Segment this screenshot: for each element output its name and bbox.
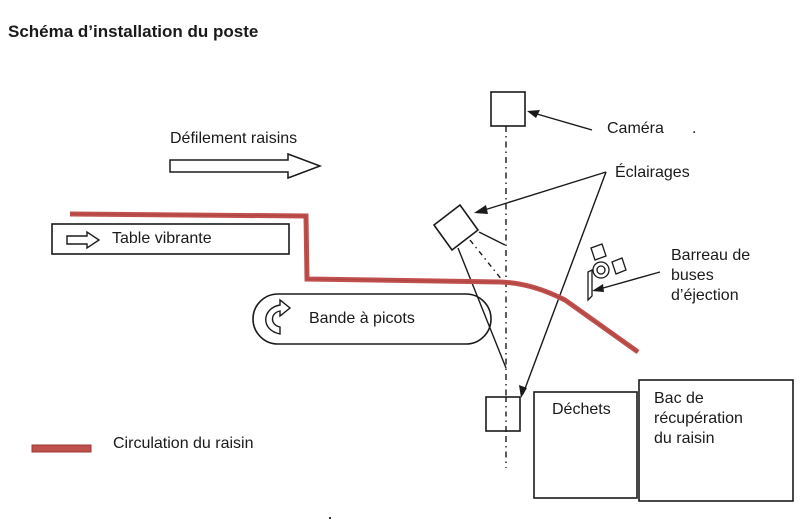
waste-bin xyxy=(533,391,638,499)
nozzle-arrowhead xyxy=(592,284,604,292)
lighting-label: Éclairages xyxy=(615,164,690,181)
camera-dot: . xyxy=(692,120,697,137)
camera xyxy=(490,91,526,127)
flow-direction-arrow xyxy=(169,152,323,180)
nozzle-bar-label-1: Barreau de xyxy=(671,247,751,264)
lower-light xyxy=(485,396,521,432)
camera-arrowhead xyxy=(527,110,540,118)
camera-label: Caméra xyxy=(607,120,664,137)
collection-bin xyxy=(638,379,794,502)
light-arrowhead-upper xyxy=(474,205,488,214)
upper-light xyxy=(432,203,507,369)
legend-swatch xyxy=(31,444,92,453)
collection-bin-label-2: récupération xyxy=(654,410,743,427)
vibrating-table-label: Table vibrante xyxy=(112,230,212,247)
light-arrowhead-lower xyxy=(519,385,527,398)
rotation-arrow-icon xyxy=(265,298,292,335)
legend-label: Circulation du raisin xyxy=(113,435,254,452)
collection-bin-label-1: Bac de xyxy=(654,390,704,407)
collection-bin-label-3: du raisin xyxy=(654,430,715,447)
nozzle-bar xyxy=(587,243,627,302)
vibrating-table xyxy=(51,223,290,255)
nozzle-bar-label-2: buses xyxy=(671,267,714,284)
flow-direction-label: Défilement raisins xyxy=(170,130,298,147)
page-title: Schéma d’installation du poste xyxy=(8,22,259,41)
nozzle-bar-label-3: d’éjection xyxy=(671,287,739,304)
waste-label: Déchets xyxy=(552,401,611,418)
spiked-belt xyxy=(252,293,492,345)
spiked-belt-label: Bande à picots xyxy=(309,310,415,327)
vibrating-table-arrow-icon xyxy=(66,230,101,250)
